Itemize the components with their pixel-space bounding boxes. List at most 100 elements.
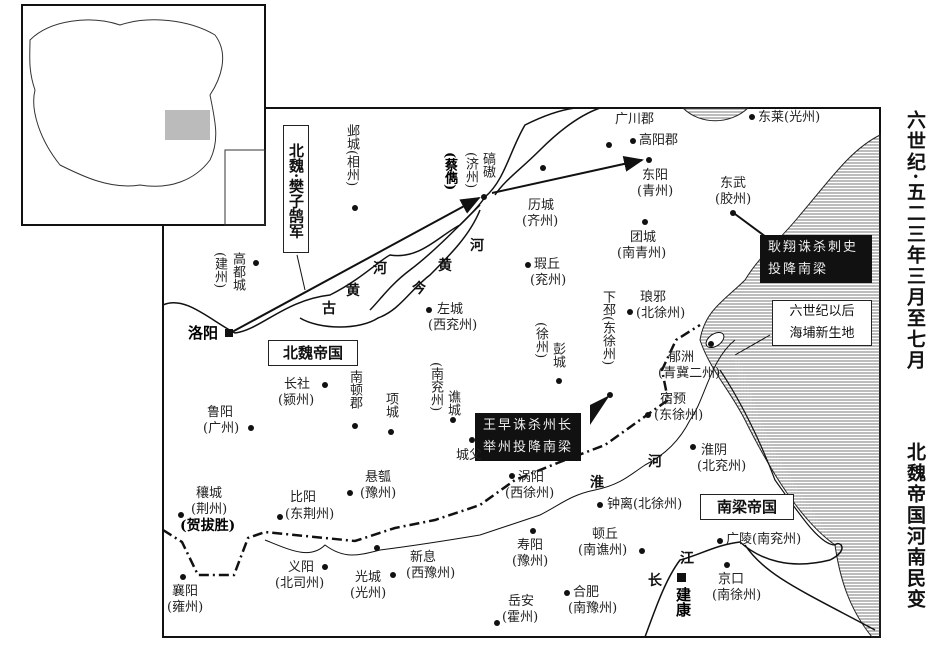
place-xuanhu: 悬瓠	[365, 470, 392, 485]
place-jingkou-zhou: (南徐州)	[712, 588, 762, 603]
place-dongwu-zhou: (胶州)	[715, 192, 752, 207]
place-zuocheng: 左城	[437, 302, 464, 317]
map-title-period: 六世纪·五二三年三月至七月	[904, 110, 926, 371]
empire-label-wei: 北魏帝国	[268, 340, 358, 366]
place-suyu: 宿预	[660, 392, 687, 407]
river-old-yellow-2: 黄	[346, 283, 360, 299]
place-xinxi: 新息	[410, 550, 437, 565]
army-route-1	[231, 197, 481, 333]
place-dongyang-zhou: (青州)	[637, 184, 674, 199]
empire-label-liang: 南梁帝国	[700, 494, 794, 520]
new-land	[700, 336, 835, 545]
place-pengcheng: 彭城	[550, 342, 565, 368]
wang-callout-line1: 王早诛杀州长	[483, 418, 574, 433]
place-dunqiu-zhou: (南谯州)	[578, 543, 628, 558]
place-langya: 琅邪	[640, 290, 667, 305]
inset-frame	[21, 4, 266, 226]
place-woyang-zhou: (西徐州)	[505, 486, 555, 501]
place-luyang-zhou: (广州)	[203, 421, 240, 436]
place-xiapi: 下邳(东徐州)	[600, 290, 615, 366]
place-xiaqiu-zhou: (兖州)	[530, 273, 567, 288]
jiankang-marker	[677, 573, 686, 582]
place-langya-zhou: (北徐州)	[636, 306, 686, 321]
river-huai-2: 河	[648, 454, 662, 470]
place-dunqiu: 顿丘	[592, 527, 619, 542]
place-licheng-zhou: (齐州)	[522, 214, 559, 229]
place-gaoducheng-zhou: (建州)	[212, 252, 227, 289]
place-luyang: 鲁阳	[207, 405, 234, 420]
place-biyang-zhou: (东荆州)	[285, 507, 335, 522]
place-gaoyang: 高阳郡	[639, 133, 679, 148]
place-nandun: 南顿郡	[347, 370, 362, 409]
place-xiangyang: 襄阳	[172, 584, 199, 599]
place-yuzhou-zhou: (青冀二州)	[658, 366, 721, 381]
place-huaiyin-zhou: (北兖州)	[697, 459, 747, 474]
yangtze-river	[644, 541, 876, 638]
place-qiaocheng-zhou: (南兖州)	[428, 362, 443, 412]
place-rangcheng: 穰城	[196, 486, 223, 501]
geng-callout: 耿翔诛杀刺史投降南梁	[760, 235, 872, 283]
capital-luoyang: 洛阳	[188, 324, 219, 342]
place-pengcheng-zhou: (徐州)	[533, 322, 548, 359]
place-heba-sheng: (贺拔胜)	[180, 518, 236, 534]
sea-north	[681, 107, 750, 122]
river-new-yellow-1: 今	[412, 281, 426, 297]
place-suyu-zhou: (东徐州)	[654, 408, 704, 423]
place-hefei-zhou: (南豫州)	[568, 601, 618, 616]
inset-china	[29, 19, 224, 187]
new-yellow-river	[369, 107, 601, 311]
capital-jiankang: 建康	[674, 587, 692, 617]
place-xiangcheng: 项城	[383, 392, 398, 418]
place-xiangyang-zhou: (雍州)	[167, 600, 204, 615]
place-guangchuan: 广川郡	[615, 112, 655, 127]
place-xinxi-zhou: (西豫州)	[406, 566, 456, 581]
place-yiyang-zhou: (北司州)	[275, 576, 325, 591]
army-route-2	[491, 156, 644, 194]
place-xiaqiu: 瑕丘	[534, 257, 561, 272]
place-chengfu: 城父	[456, 448, 483, 463]
place-hefei: 合肥	[573, 585, 600, 600]
place-yuean: 岳安	[508, 594, 535, 609]
place-guangcheng-zhou: (光州)	[350, 586, 387, 601]
huai-river	[264, 339, 736, 556]
place-qiaocheng: 谯城	[445, 390, 460, 416]
place-yuzhou: 郁洲	[668, 350, 695, 365]
river-yangtze-1: 长	[648, 573, 662, 589]
place-dongyang: 东阳	[642, 168, 669, 183]
place-shouyang-zhou: (豫州)	[512, 554, 549, 569]
place-changshe: 长社	[284, 377, 311, 392]
place-biyang: 比阳	[290, 490, 317, 505]
luoyang-marker	[225, 329, 233, 337]
inset-highlight	[165, 110, 210, 140]
place-woyang: 涡阳	[518, 470, 545, 485]
place-tuancheng: 团城	[630, 230, 657, 245]
place-donglai: 东莱(光州)	[758, 110, 821, 125]
wang-callout: 王早诛杀州长 举州投降南梁	[475, 413, 582, 461]
new-land-line2: 海埔新生地	[789, 326, 855, 341]
river-yangtze-2: 江	[680, 551, 694, 567]
river-old-yellow-3: 河	[373, 261, 387, 277]
army-callout: 北魏·樊子鹄军	[283, 125, 309, 253]
place-jingkou: 京口	[718, 572, 745, 587]
place-licheng: 历城	[528, 198, 555, 213]
place-huaiyin: 淮阴	[701, 443, 728, 458]
place-yecheng: 邺城(相州)	[344, 124, 359, 187]
geng-callout-text: 耿翔诛杀刺史投降南梁	[768, 240, 859, 277]
wang-callout-line2: 举州投降南梁	[483, 440, 574, 455]
place-gaoducheng: 高都城	[230, 252, 245, 291]
place-xuanhu-zhou: (豫州)	[360, 486, 397, 501]
border-line	[162, 323, 701, 577]
place-dongwu: 东武	[720, 176, 747, 191]
place-tuancheng-zhou: (南青州)	[617, 246, 667, 261]
place-qiaoao: 碻磝	[480, 152, 495, 178]
place-qiaoao-zhou: (济州)	[463, 152, 478, 189]
place-yiyang: 义阳	[288, 560, 315, 575]
place-zhongli: 钟离(北徐州)	[607, 497, 683, 512]
place-cai-jun: (蔡儁)	[442, 152, 457, 191]
new-land-line1: 六世纪以后	[789, 304, 855, 319]
city-dots	[178, 114, 755, 626]
place-yuean-zhou: (霍州)	[502, 610, 539, 625]
place-zuocheng-zhou: (西兖州)	[428, 318, 478, 333]
river-new-yellow-2: 黄	[438, 258, 452, 274]
map-title-event: 北魏帝国河南民变	[904, 442, 926, 610]
